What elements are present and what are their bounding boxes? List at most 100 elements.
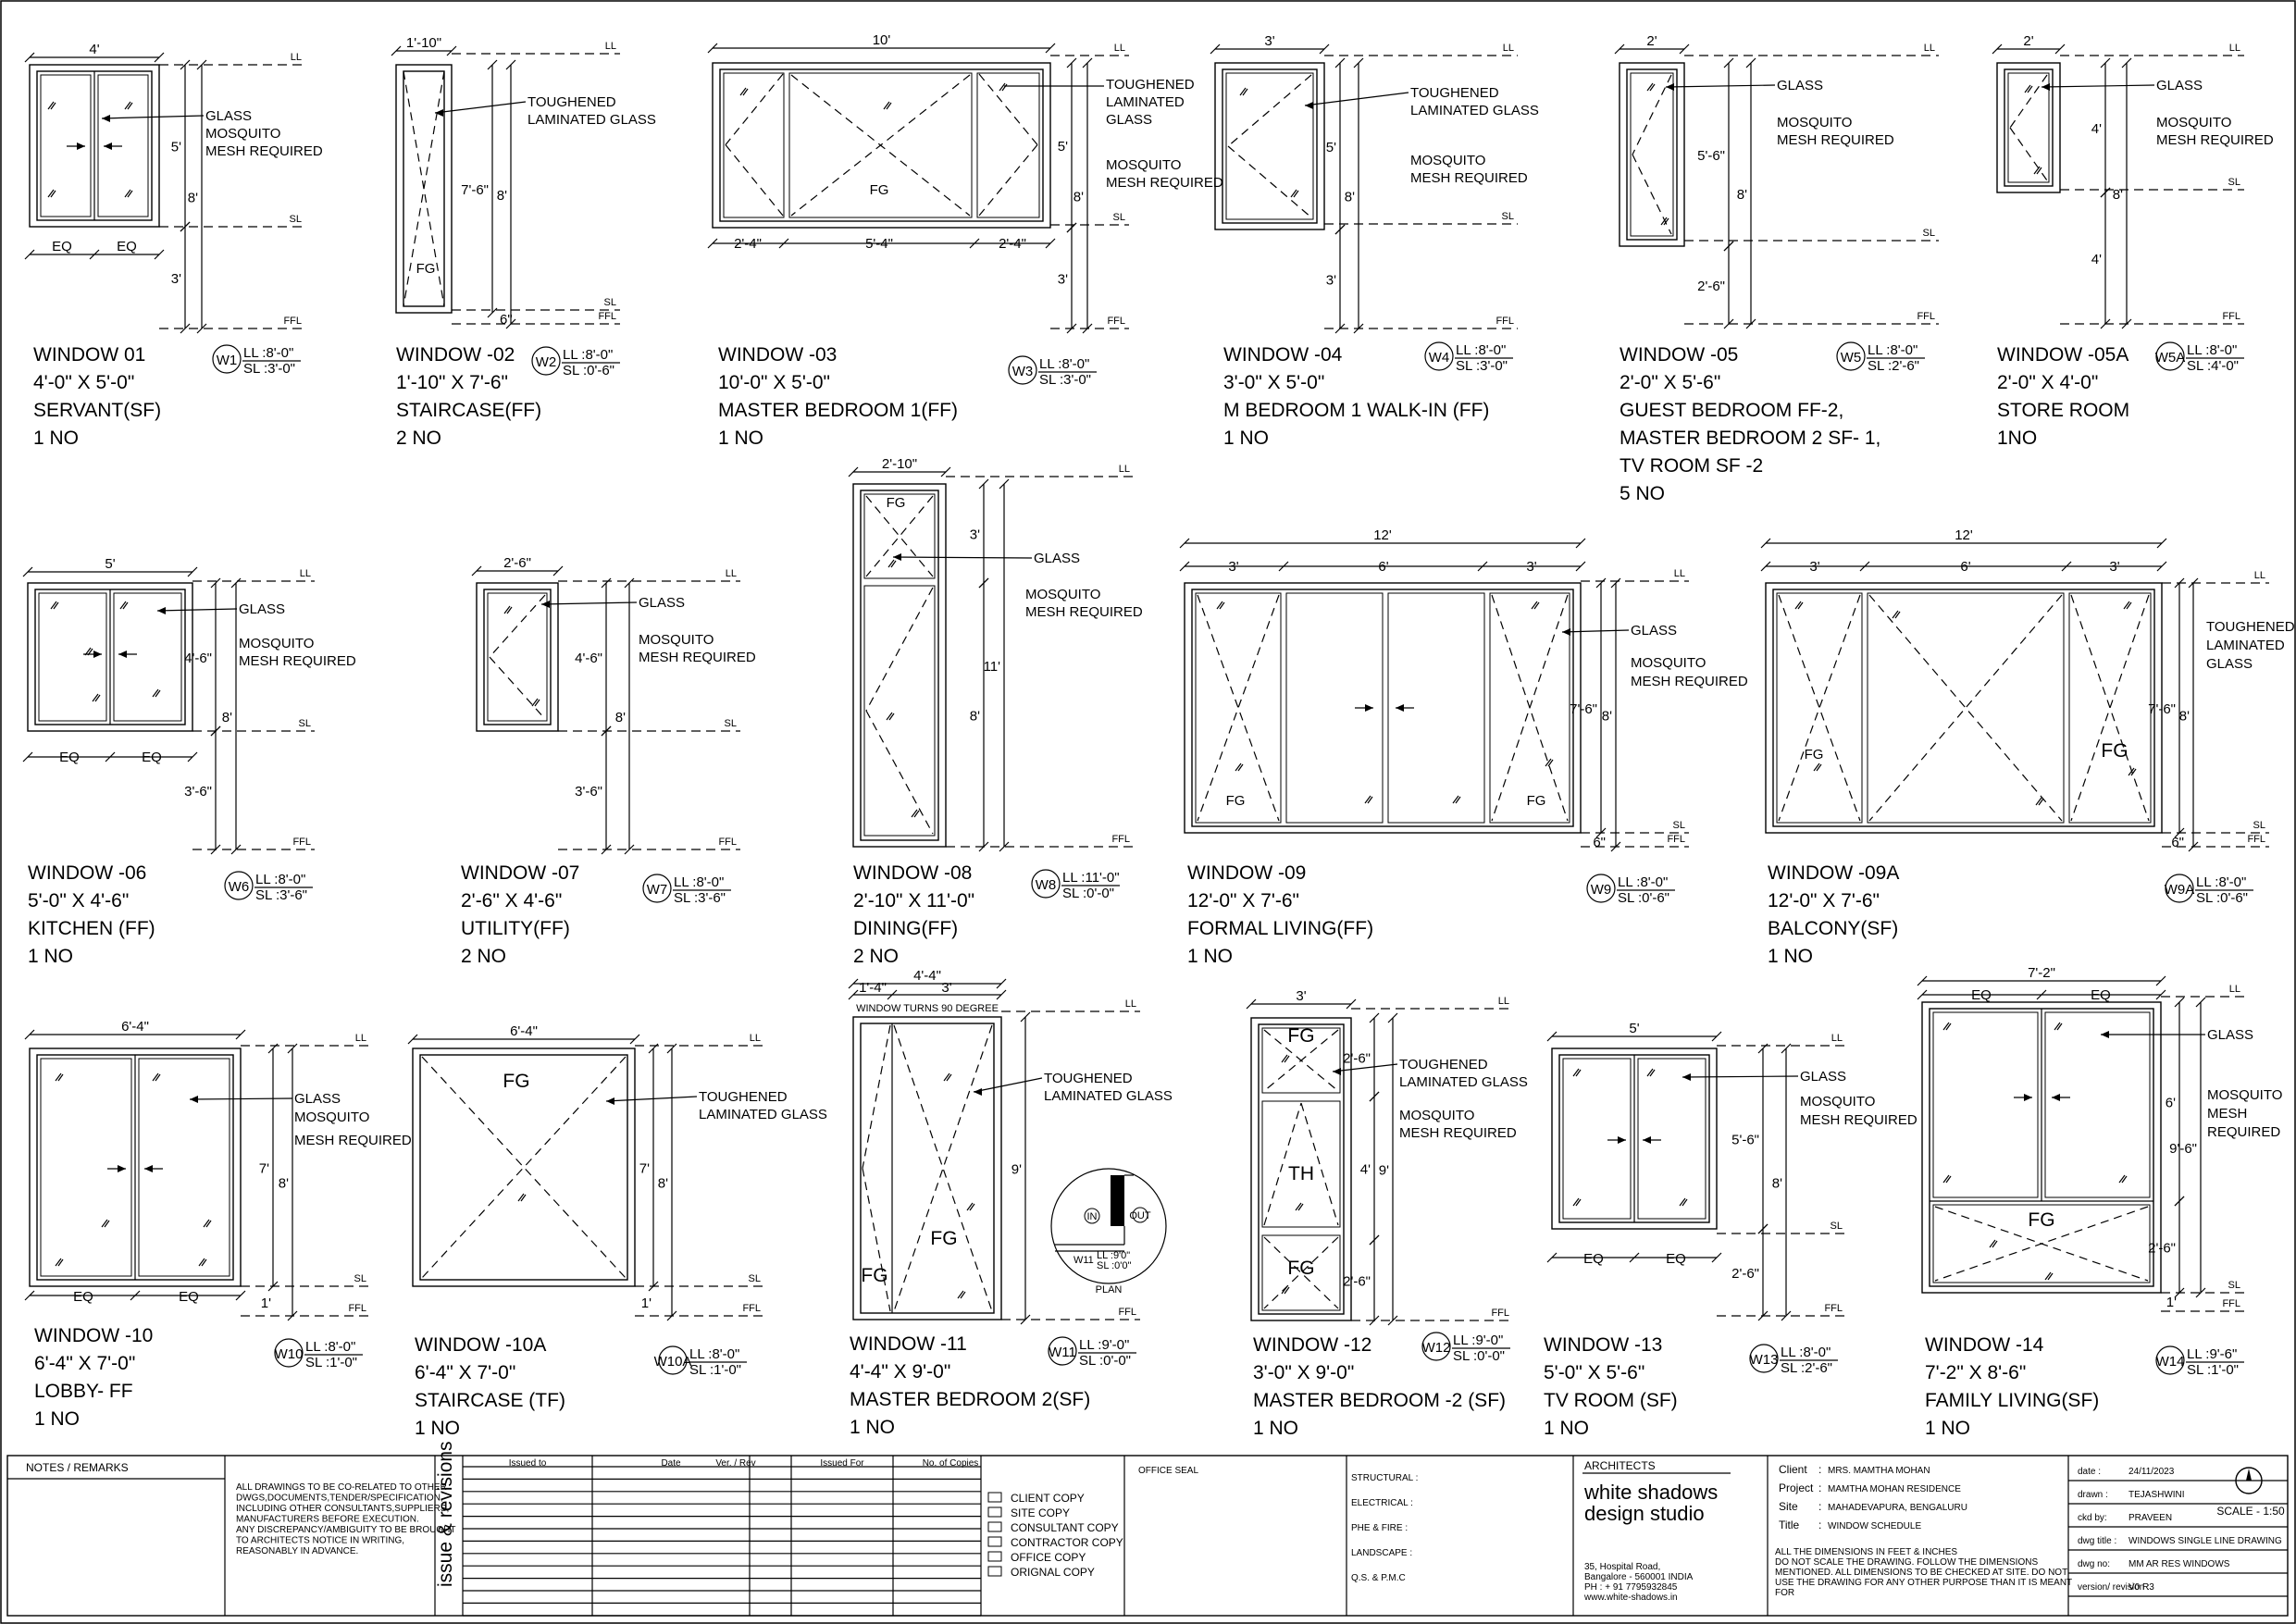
dim-split: EQ <box>1971 987 1992 1003</box>
consultant-label: PHE & FIRE : <box>1351 1523 1408 1533</box>
dim-height: 11' <box>984 659 1001 675</box>
wall-hatch <box>1111 1175 1124 1226</box>
line <box>742 88 749 96</box>
line <box>155 689 161 698</box>
line <box>1629 1252 1640 1263</box>
line <box>1547 759 1554 767</box>
window-room: GUEST BEDROOM FF-2, <box>1620 400 1843 421</box>
line <box>1610 577 1621 589</box>
line <box>1533 601 1540 610</box>
line <box>446 45 457 56</box>
level-ll: LL <box>2254 570 2265 581</box>
note-text: MESH REQUIRED <box>639 650 756 665</box>
line <box>2174 997 2185 1008</box>
line <box>1263 1236 1339 1309</box>
frame <box>712 62 1051 229</box>
window-tag: W11 <box>1049 1345 1076 1360</box>
line <box>883 101 890 110</box>
line <box>155 1073 161 1082</box>
line <box>196 59 207 70</box>
dim-height: 7'-6" <box>2148 701 2176 717</box>
line <box>487 307 498 318</box>
note-text: GLASS <box>1800 1069 1846 1085</box>
line <box>2155 989 2166 1000</box>
copy-checkbox[interactable] <box>987 1492 1002 1503</box>
window-size: 4'-4" X 9'-0" <box>850 1361 950 1382</box>
line <box>2188 841 2199 852</box>
copy-checkbox[interactable] <box>987 1536 1002 1547</box>
sill-level: SL :3'-0" <box>1039 372 1091 388</box>
issue-col: Issued For <box>820 1458 864 1469</box>
copy-checkbox[interactable] <box>987 1551 1002 1562</box>
arrow <box>1396 704 1404 712</box>
line <box>2054 1022 2061 1031</box>
copy-label: CONSULTANT COPY <box>1011 1521 1119 1534</box>
line <box>1477 561 1488 572</box>
window-tag: W3 <box>1012 364 1034 379</box>
lintel-level: LL :9'-6" <box>2187 1346 2237 1362</box>
window-name: WINDOW -14 <box>1925 1334 2044 1356</box>
window-tag: W8 <box>1036 877 1057 893</box>
copy-checkbox[interactable] <box>987 1521 1002 1532</box>
frame <box>403 70 445 307</box>
note-text: MOSQUITO <box>205 126 280 142</box>
line <box>24 1029 35 1040</box>
line <box>2009 127 2048 181</box>
note-text: MOSQUITO <box>1631 655 1706 671</box>
line <box>1723 241 1734 252</box>
line <box>1239 87 1247 96</box>
copy-checkbox[interactable] <box>987 1566 1002 1577</box>
line <box>2188 577 2199 589</box>
frame <box>1776 592 1863 824</box>
frame <box>1184 582 1582 834</box>
leader-arrow <box>1562 628 1570 636</box>
line <box>999 478 1010 490</box>
frame <box>40 74 92 217</box>
line <box>434 101 527 114</box>
frame <box>852 1016 1002 1320</box>
line <box>1989 1239 1996 1248</box>
line <box>725 144 784 217</box>
window-room: STAIRCASE(FF) <box>396 400 541 421</box>
line <box>203 1219 210 1228</box>
level-ffl: FFL <box>2247 834 2265 845</box>
dim-height: 9'-6" <box>2169 1141 2197 1157</box>
window-name: WINDOW -10 <box>34 1325 153 1346</box>
line <box>1066 57 1077 68</box>
sill-level: SL :1'-0" <box>305 1355 357 1370</box>
level-ffl: FFL <box>1118 1307 1136 1318</box>
dim-height: 8' <box>279 1176 289 1192</box>
line <box>94 694 101 702</box>
line <box>1660 217 1668 226</box>
copy-checkbox[interactable] <box>987 1506 1002 1518</box>
note-text: MESH REQUIRED <box>1399 1125 1517 1141</box>
line <box>101 115 205 119</box>
line <box>506 606 513 614</box>
address-line: Bangalore - 560001 INDIA <box>1584 1572 1694 1582</box>
window-tag-bubble <box>274 1338 304 1368</box>
plan-sl: SL :0'0" <box>1097 1260 1131 1271</box>
note-text: GLASS <box>639 595 685 611</box>
line <box>1632 74 1672 155</box>
lintel-level: LL :8'-0" <box>1456 342 1506 358</box>
line <box>605 1096 698 1102</box>
line <box>471 565 482 576</box>
line <box>1665 84 1776 88</box>
dim-part: 6' <box>1378 559 1388 575</box>
line <box>2126 601 2132 610</box>
window-tag: W14 <box>2156 1354 2185 1370</box>
frame <box>1932 1011 2039 1198</box>
sill-level: SL :1'-0" <box>689 1362 741 1378</box>
level-sl: SL <box>1831 1221 1843 1232</box>
frame <box>1932 1204 2151 1283</box>
line <box>1649 83 1656 92</box>
line <box>601 844 612 855</box>
leader-arrow <box>2042 83 2050 91</box>
dim-height: 3' <box>970 527 980 543</box>
window-room: LOBBY- FF <box>34 1381 133 1402</box>
line <box>911 809 918 818</box>
window-name: WINDOW -08 <box>853 862 972 884</box>
line <box>1531 601 1538 610</box>
issue-col: Ver. / Rev <box>715 1458 755 1469</box>
